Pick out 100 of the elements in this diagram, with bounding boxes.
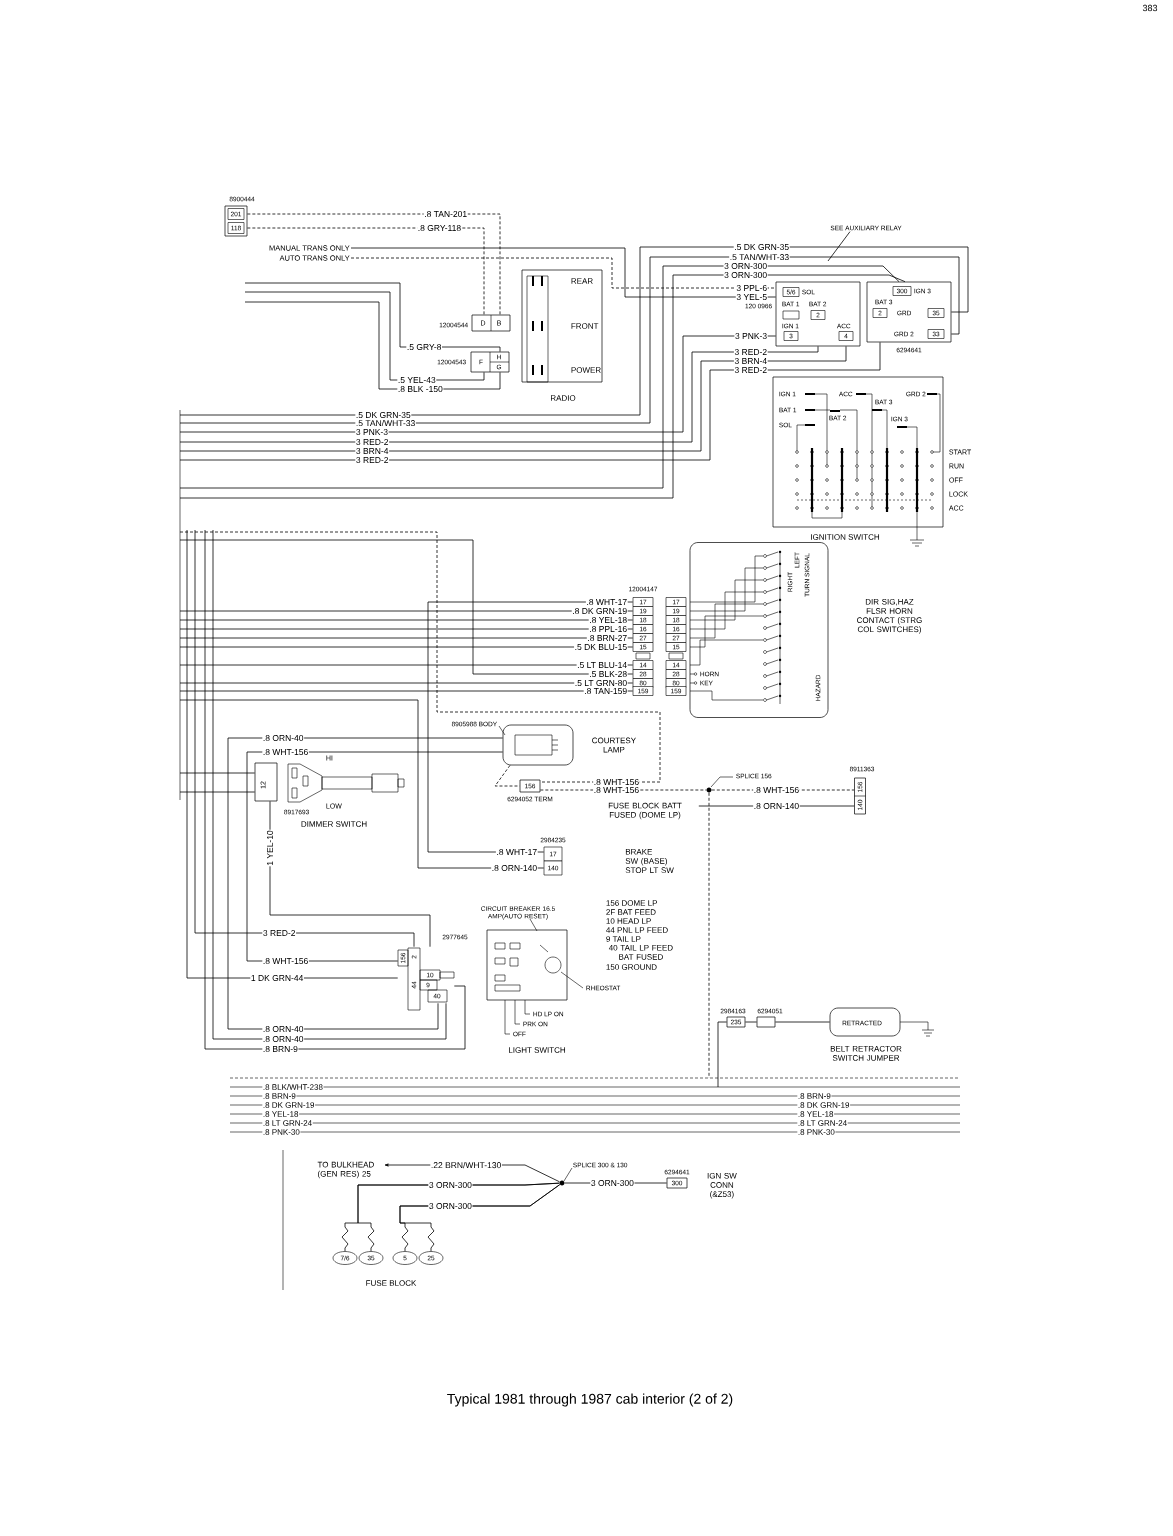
component-label: DIR SIG,HAZ FLSR HORN CONTACT (STRG COL SWITCHES) — [857, 598, 922, 634]
component-label: RADIO — [551, 395, 576, 401]
wire — [179, 341, 881, 461]
wire-label: .8 WHT-156 — [593, 786, 640, 794]
wire-label: .5 DK BLU-15 — [574, 643, 628, 651]
wire — [708, 792, 710, 1079]
node-label: FRONT — [571, 323, 599, 329]
wire-label: 3 RED-2 — [262, 929, 297, 937]
wire — [244, 291, 485, 381]
component-label: IGN SW CONN (&Z53) — [707, 1172, 737, 1199]
wire — [194, 529, 415, 948]
wire-label: .8 DK GRN-19 — [262, 1101, 316, 1109]
wire-label: .5 YEL-43 — [397, 376, 437, 384]
wire-label: 3 PNK-3 — [355, 428, 389, 436]
brake-switch-drawing: BRAKE SW (BASE) STOP LT SW — [625, 849, 674, 873]
wire-label: .5 DK GRN-35 — [355, 411, 412, 419]
component-label: LIGHT SWITCH — [509, 1047, 565, 1053]
wire-label: .8 WHT-17 — [495, 848, 538, 856]
component-label: DIMMER SWITCH — [301, 821, 367, 827]
wire-label: .5 LT GRN-80 — [574, 679, 628, 687]
wire-label: .5 DK GRN-35 — [733, 243, 790, 251]
wire-label: 3 BRN-4 — [355, 447, 390, 455]
wire-label: .8 DK GRN-19 — [571, 607, 628, 615]
wire-label: .8 GRY-118 — [417, 224, 462, 232]
wire — [179, 664, 634, 666]
wire-label: 1 YEL-10 — [266, 829, 274, 867]
caption: Typical 1981 through 1987 cab interior (2 of 2) — [447, 1393, 733, 1407]
wire-label: .8 PNK-30 — [797, 1128, 836, 1136]
lamp-drawing: COURTESY LAMP — [498, 724, 636, 766]
wire-label: 3 ORN-300 — [428, 1181, 473, 1189]
wire — [179, 646, 634, 648]
wire-label: .8 ORN-40 — [262, 734, 305, 742]
wire-label: 3 RED-2 — [355, 438, 390, 446]
wire — [179, 791, 256, 793]
wire-label: .8 YEL-18 — [262, 1110, 300, 1118]
wire-label: .5 LT BLU-14 — [576, 661, 628, 669]
legend-text: 150 GROUND — [605, 963, 658, 971]
wire-label: .8 ORN-40 — [262, 1025, 305, 1033]
wire-label: 3 PNK-3 — [734, 332, 768, 340]
wire-label: .8 TAN-201 — [423, 210, 468, 218]
legend-text: 40 TAIL LP FEED BAT FUSED — [605, 944, 677, 961]
wire — [179, 539, 634, 675]
wire-label: .8 ORN-140 — [753, 802, 800, 810]
wire-label: .8 LT GRN-24 — [797, 1119, 848, 1127]
wire-label: .8 BRN-9 — [262, 1045, 299, 1053]
wire-label: .8 TAN-159 — [583, 687, 628, 695]
wire-label: 3 RED-2 — [733, 348, 768, 356]
wire — [186, 529, 399, 979]
wire — [179, 637, 634, 639]
wire — [350, 257, 777, 289]
legend-text: 10 HEAD LP — [605, 917, 652, 925]
wire-label: .8 PPL-16 — [588, 625, 628, 633]
wire — [350, 247, 777, 298]
wire — [227, 737, 504, 1030]
wire-label: .5 GRY-8 — [406, 343, 442, 351]
wire — [179, 628, 634, 630]
legend-text: 9 TAIL LP — [605, 935, 642, 943]
legend-text: 156 DOME LP — [605, 899, 659, 907]
wire — [246, 227, 485, 316]
node-label: POWER — [571, 367, 601, 373]
wire — [179, 619, 634, 621]
node-label: REAR — [571, 278, 593, 284]
wire-label: .8 BLK -150 — [397, 385, 444, 393]
legend-text: 44 PNL LP FEED — [605, 926, 669, 934]
wire-label: .8 LT GRN-24 — [262, 1119, 313, 1127]
wire — [494, 764, 521, 787]
wire — [717, 1021, 728, 1088]
wire-label: .8 ORN-140 — [491, 864, 538, 872]
page-number: 383 — [1141, 4, 1159, 12]
wire-label: .5 BLK-28 — [588, 670, 628, 678]
wire-label: 3 BRN-4 — [733, 357, 768, 365]
wire-label: .8 WHT-156 — [262, 957, 309, 965]
circuit-label: FUSE BLOCK BATT FUSED (DOME LP) — [608, 802, 682, 820]
wire-label: .8 YEL-18 — [797, 1110, 835, 1118]
wire-label: .8 BLK/WHT-238 — [262, 1083, 324, 1091]
wire-label: .8 YEL-18 — [588, 616, 628, 624]
wire — [179, 699, 545, 869]
wire — [774, 1021, 831, 1023]
wire-label: 3 ORN-300 — [723, 271, 768, 279]
wire — [269, 800, 431, 948]
wire-label: .8 WHT-17 — [585, 598, 628, 606]
legend-text: 2F BAT FEED — [605, 908, 657, 916]
wire-label: .8 ORN-40 — [262, 1035, 305, 1043]
component-label: FUSE BLOCK — [365, 1279, 417, 1287]
wire-label: .5 TAN/WHT-33 — [355, 419, 416, 427]
wire — [179, 690, 634, 692]
wire-label: .8 BRN-27 — [586, 634, 628, 642]
radio-drawing: REAR FRONT POWER — [521, 269, 603, 383]
wire — [744, 1021, 758, 1023]
wire — [246, 213, 501, 316]
wire-label: 1 DK GRN-44 — [250, 974, 304, 982]
wire-label: .8 PNK-30 — [262, 1128, 301, 1136]
wire — [244, 282, 501, 353]
component-label: BELT RETRACTOR SWITCH JUMPER — [830, 1045, 902, 1061]
wire — [179, 772, 256, 774]
leader-line — [827, 231, 851, 262]
wire — [179, 335, 777, 433]
wire-label: 3 RED-2 — [733, 366, 768, 374]
wire-label: .8 WHT-156 — [753, 786, 800, 794]
destination-label: TO BULKHEAD (GEN RES) 25 — [317, 1161, 374, 1179]
